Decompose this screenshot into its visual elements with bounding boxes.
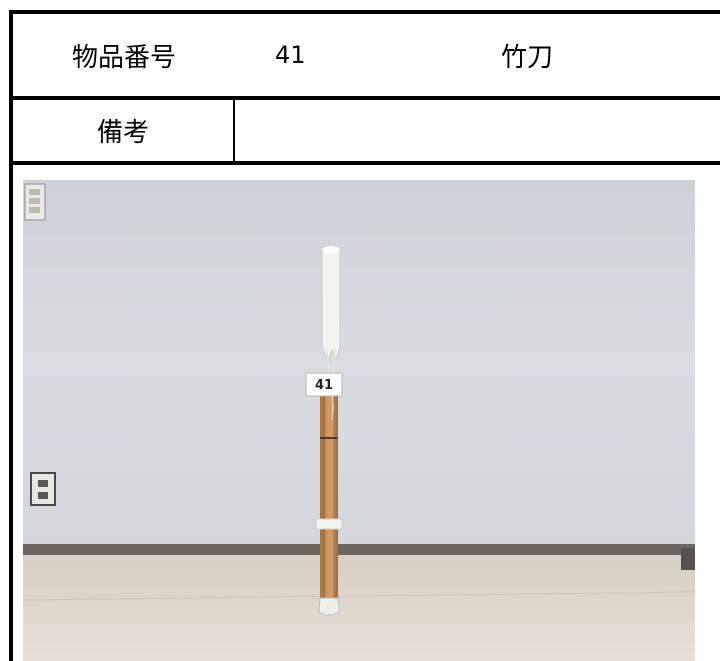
- item-tag-label: 41: [305, 372, 343, 397]
- wall: [23, 180, 695, 544]
- remarks-row: 備考: [13, 100, 720, 165]
- item-photo-illustration: 41: [23, 180, 695, 661]
- remarks-label: 備考: [13, 100, 235, 161]
- power-outlet: [30, 472, 56, 506]
- light-switch-plate: [24, 183, 46, 221]
- shinai-bamboo-sword: [315, 246, 343, 616]
- floor: [23, 555, 695, 661]
- right-edge-object: [681, 548, 695, 570]
- item-record-sheet: 物品番号 41 竹刀 備考: [9, 10, 720, 661]
- item-number-label: 物品番号: [71, 42, 176, 73]
- item-number-row: 物品番号 41 竹刀: [13, 14, 720, 100]
- item-photo: 41: [23, 180, 695, 661]
- item-name-value: 竹刀: [501, 42, 554, 73]
- baseboard: [23, 544, 695, 555]
- tag-number: 41: [315, 378, 333, 393]
- floor-seam: [23, 591, 695, 601]
- item-number-value: 41: [275, 41, 306, 69]
